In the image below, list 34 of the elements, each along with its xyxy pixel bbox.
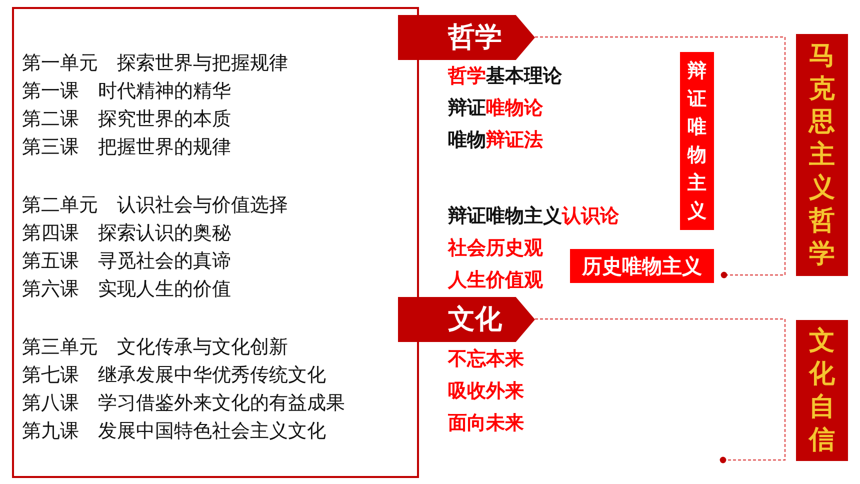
topic-text: 吸收外来	[448, 379, 524, 404]
topic-text: 辩证法	[486, 128, 543, 153]
outline-box	[12, 7, 419, 478]
text-line: 第四课 探索认识的奥秘	[22, 221, 231, 245]
dotted-connector	[535, 318, 786, 464]
topic-text: 不忘本来	[448, 347, 524, 372]
topic-text: 社会历史观	[448, 236, 543, 261]
title-box: 马克思主义哲学	[796, 34, 848, 276]
topic-text: 基本理论	[486, 64, 562, 89]
title-box: 文化自信	[796, 320, 848, 461]
heading-banner: 文化	[398, 297, 535, 342]
topic-text: 辩证唯物主义	[448, 204, 562, 229]
text-line: 第五课 寻觅社会的真谛	[22, 249, 231, 273]
topic-text: 唯物论	[486, 96, 543, 121]
text-line: 第二单元 认识社会与价值选择	[22, 193, 288, 217]
text-line: 第三单元 文化传承与文化创新	[22, 335, 288, 359]
text-line: 第一课 时代精神的精华	[22, 79, 231, 103]
text-line: 第八课 学习借鉴外来文化的有益成果	[22, 391, 345, 415]
topic-text: 人生价值观	[448, 268, 543, 293]
topic-text: 认识论	[562, 204, 619, 229]
text-line: 第三课 把握世界的规律	[22, 135, 231, 159]
heading-banner: 哲学	[398, 15, 535, 60]
dotted-connector	[535, 36, 786, 278]
text-line: 第二课 探究世界的本质	[22, 107, 231, 131]
topic-text: 唯物	[448, 128, 486, 153]
topic-text: 辩证	[448, 96, 486, 121]
topic-text: 面向未来	[448, 411, 524, 436]
text-line: 第六课 实现人生的价值	[22, 277, 231, 301]
text-line: 第九课 发展中国特色社会主义文化	[22, 419, 326, 443]
text-line: 第一单元 探索世界与把握规律	[22, 51, 288, 75]
topic-text: 哲学	[448, 64, 486, 89]
label-box: 历史唯物主义	[570, 249, 714, 283]
text-line: 第七课 继承发展中华优秀传统文化	[22, 363, 326, 387]
vertical-label-box: 辩证唯物主义	[680, 52, 714, 230]
